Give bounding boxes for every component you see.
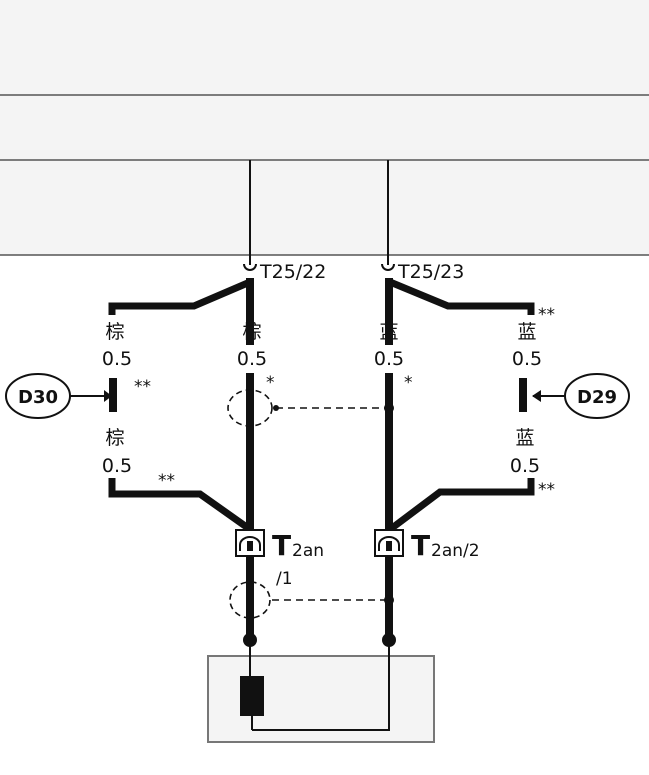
panel-band	[0, 0, 649, 255]
pin-cup-left	[243, 263, 257, 271]
shield-upper	[227, 389, 394, 427]
wire-size-label-4: 0.5	[512, 348, 542, 370]
wire-size-label-1: 0.5	[102, 348, 132, 370]
splice-d29: D29	[532, 373, 630, 419]
connector-t2an-letter-2: T	[411, 529, 430, 562]
wire-size-label-6: 0.5	[510, 455, 540, 477]
marker-double-3: **	[158, 471, 175, 491]
wire-color-label-2: 棕	[242, 321, 261, 343]
marker-single-1: *	[266, 373, 275, 393]
wire-color-label-4: 蓝	[517, 321, 536, 343]
wire-color-label-3: 蓝	[379, 321, 398, 343]
shield-ref-label: /1	[276, 569, 293, 589]
splice-label-d29: D29	[577, 387, 617, 408]
connector-t2an-right: T 2an/2	[374, 529, 480, 562]
pin-cup-right	[381, 263, 395, 271]
connector-t2an-suffix-2: 2an/2	[431, 541, 480, 561]
brown-branch-lower	[108, 478, 251, 531]
marker-double-2: **	[134, 377, 151, 397]
connector-label-t25-23: T25/23	[397, 261, 464, 283]
wire-color-label-5: 棕	[105, 427, 124, 449]
connector-t2an-left: T 2an	[235, 529, 324, 562]
connector-t2an-letter-1: T	[272, 529, 291, 562]
brown-branch-upper	[108, 278, 252, 315]
connector-t2an-suffix-1: 2an	[292, 541, 324, 561]
shield-lower: /1	[229, 569, 394, 619]
marker-double-4: **	[538, 480, 555, 500]
blue-branch-lower	[389, 478, 535, 531]
marker-single-2: *	[404, 373, 413, 393]
wire-size-label-5: 0.5	[102, 455, 132, 477]
wire-size-label-2: 0.5	[237, 348, 267, 370]
splice-d30: D30	[5, 373, 112, 419]
component-box	[207, 640, 435, 743]
connector-label-t25-22: T25/22	[259, 261, 326, 283]
blue-branch-upper	[388, 278, 535, 315]
sensor-element	[240, 676, 264, 716]
control-unit-panels	[0, 0, 649, 256]
wire-size-label-3: 0.5	[374, 348, 404, 370]
wire-color-label-6: 蓝	[515, 427, 534, 449]
wire-color-label-1: 棕	[105, 321, 124, 343]
marker-double-1: **	[538, 305, 555, 325]
splice-label-d30: D30	[18, 387, 58, 408]
